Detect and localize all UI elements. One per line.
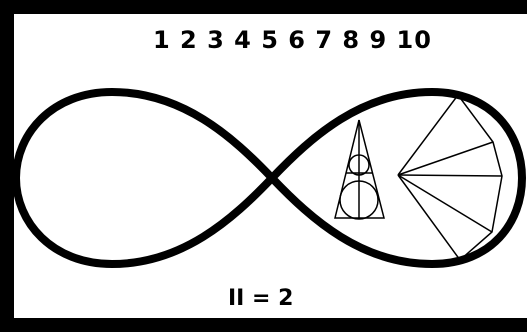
fan-ray-1	[397, 141, 494, 176]
fan-ray-3	[397, 174, 493, 233]
lower-circle	[339, 180, 379, 220]
triangle-with-circles	[334, 119, 385, 220]
equation-label: II = 2	[228, 286, 294, 311]
upper-circle	[348, 154, 370, 176]
number-sequence: 1 2 3 4 5 6 7 8 9 10	[153, 26, 432, 54]
infinity-loop	[12, 88, 526, 268]
fan-outline	[397, 93, 503, 262]
fan-ray-2	[397, 174, 503, 177]
triangle-fan	[397, 93, 503, 262]
